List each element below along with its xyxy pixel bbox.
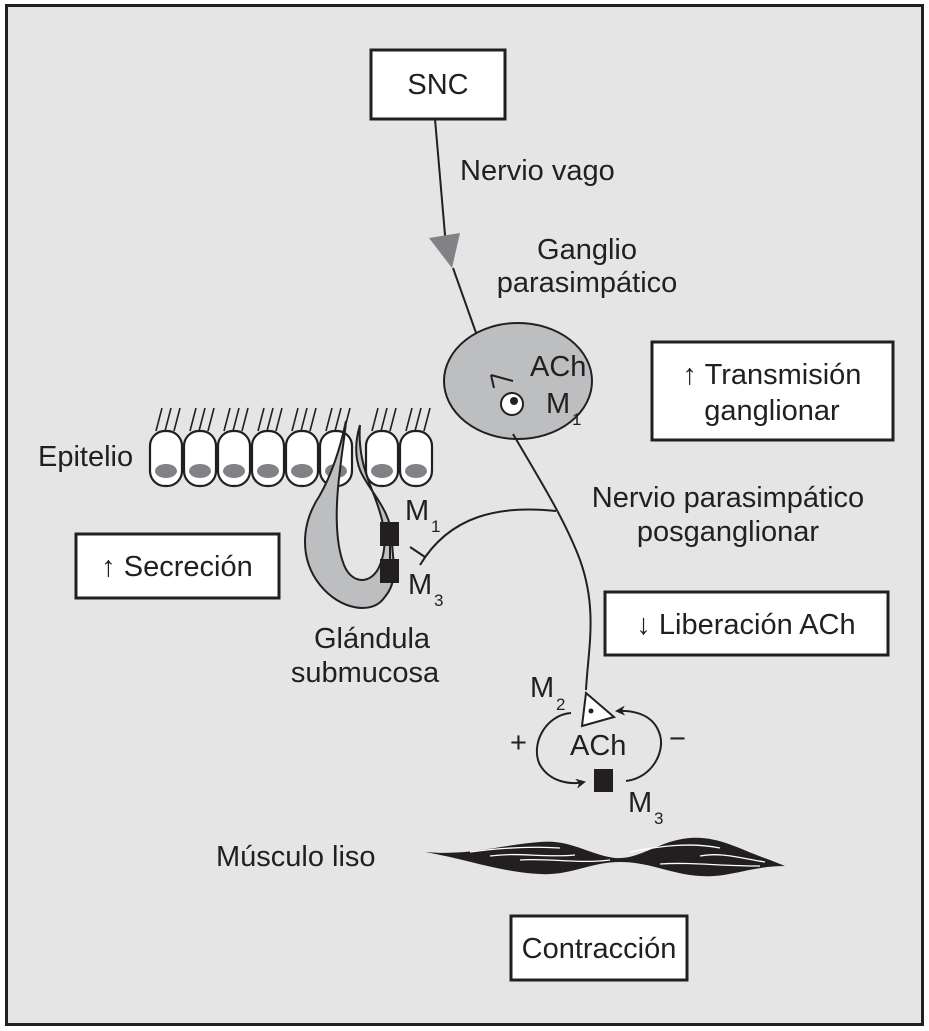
cilium [155, 407, 163, 432]
nucleus-icon [155, 464, 177, 478]
epithelial-cell [398, 407, 434, 488]
contraccion-label: Contracción [522, 933, 677, 965]
cilium [291, 407, 299, 432]
m3-gland-sub: 3 [434, 591, 443, 610]
plus-sign: + [510, 727, 527, 759]
cilium [405, 407, 413, 432]
nucleus-icon [291, 464, 313, 478]
cilium [309, 407, 317, 432]
nucleus-icon [257, 464, 279, 478]
synapse-terminal [490, 374, 514, 382]
contraccion-box: Contracción [509, 914, 689, 982]
cilium [232, 407, 240, 432]
cilium [389, 407, 397, 432]
cilium [257, 407, 265, 432]
ganglio-label-line1: Ganglio [537, 234, 637, 266]
m3-muscle-sub: 3 [654, 809, 663, 828]
m3-receptor-muscle-icon [594, 769, 613, 792]
cilium [275, 407, 283, 432]
cilium [173, 407, 181, 432]
snc-box: SNC [369, 48, 507, 121]
cilium [241, 407, 249, 432]
nucleus-icon [223, 464, 245, 478]
vagus-arrow-icon [429, 233, 460, 268]
m2-terminal-icon [580, 691, 617, 728]
submucosal-gland [304, 420, 395, 609]
cilium [423, 407, 431, 432]
epitelio-label: Epitelio [38, 441, 133, 473]
nucleus-icon [189, 464, 211, 478]
cilium [380, 407, 388, 432]
postganglionic-nerve [512, 433, 592, 691]
epithelial-cell [216, 407, 252, 488]
epithelial-cell [284, 407, 320, 488]
cilium [189, 407, 197, 432]
glandula-label-line1: Glándula [314, 623, 431, 655]
m1-ganglion-sub: 1 [572, 410, 581, 429]
smooth-muscle-icon [425, 837, 785, 877]
liberacion-ach-box: ↓ Liberación ACh [603, 590, 890, 657]
transmision-ganglionar-box: ↑ Transmisión ganglionar [650, 340, 895, 442]
snc-label: SNC [407, 69, 468, 101]
cilium [198, 407, 206, 432]
nucleus-icon [371, 464, 393, 478]
epithelial-cell [182, 407, 218, 488]
cilium [223, 407, 231, 432]
epithelial-cell [250, 407, 286, 488]
ach-ganglion-label: ACh [530, 351, 586, 383]
epithelial-cell [148, 407, 184, 488]
cilium [164, 407, 172, 432]
musculo-liso-label: Músculo liso [216, 841, 376, 873]
minus-sign: − [669, 723, 686, 755]
positive-feedback-arrow [535, 712, 586, 789]
ach-terminal-label: ACh [570, 730, 626, 762]
m3-muscle-label: M [628, 787, 652, 819]
parasympathetic-ganglion: ACh M 1 [443, 322, 593, 440]
m1-gland-label: M [405, 495, 429, 527]
secrecion-box: ↑ Secreción [74, 532, 281, 600]
m3-gland-label: M [408, 569, 432, 601]
nervio-vago-label: Nervio vago [460, 155, 615, 187]
nervio-postganglionar-line2: posganglionar [637, 516, 820, 548]
cilium [325, 407, 333, 432]
negative-feedback-arrow [615, 705, 663, 782]
glandula-label-line2: submucosa [291, 657, 440, 689]
m2-label: M [530, 672, 554, 704]
m1-ganglion-label: M [546, 388, 570, 420]
m1-receptor-gland-icon [380, 522, 399, 546]
epithelial-cell [364, 407, 400, 488]
cilium [266, 407, 274, 432]
secrecion-label: ↑ Secreción [101, 551, 253, 583]
epithelium [148, 407, 434, 488]
vagus-nerve-line [434, 118, 448, 259]
cilium [414, 407, 422, 432]
transmision-line1: ↑ Transmisión [683, 359, 862, 391]
nerve-terminal: M 2 ACh + − M 3 [510, 672, 686, 828]
ganglio-label-line2: parasimpático [497, 267, 678, 299]
m2-sub: 2 [556, 695, 565, 714]
m1-gland-sub: 1 [431, 517, 440, 536]
gland-branch-nerve [419, 508, 557, 566]
liberacion-label: ↓ Liberación ACh [636, 609, 855, 641]
cilium [207, 407, 215, 432]
cilium [334, 407, 342, 432]
transmision-line2: ganglionar [704, 395, 840, 427]
cilium [371, 407, 379, 432]
nucleus-icon [405, 464, 427, 478]
m3-receptor-gland-icon [380, 559, 399, 583]
nervio-postganglionar-line1: Nervio parasimpático [592, 482, 864, 514]
cilium [300, 407, 308, 432]
